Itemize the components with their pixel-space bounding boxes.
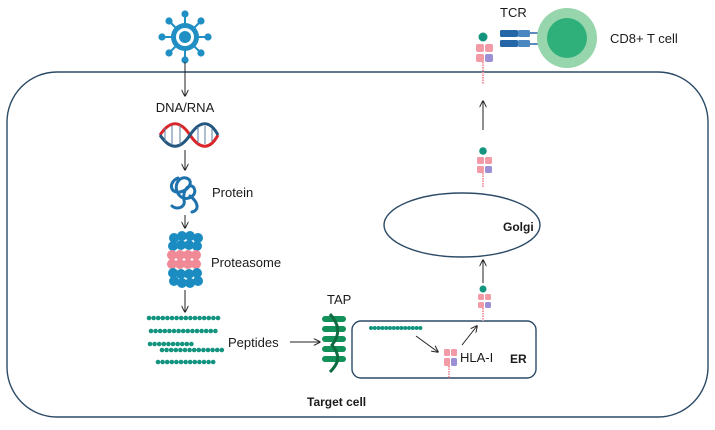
dna-helix-icon [158, 122, 220, 148]
er-label: ER [510, 352, 527, 366]
virus-icon [158, 10, 212, 64]
er-peptide-chain [369, 326, 423, 330]
arrow-peptide-to-hla [415, 335, 438, 352]
tap-transporter-icon [322, 312, 346, 374]
tap-label: TAP [327, 292, 351, 307]
hla-i-molecule-icon [444, 349, 457, 379]
protein-icon [170, 176, 199, 214]
tcr-receptor-icon [500, 30, 540, 47]
peptides-icon [146, 315, 225, 365]
proteasome-icon [167, 231, 203, 288]
target-cell-label: Target cell [307, 395, 366, 409]
hla-peptide-complex-golgi-icon [477, 147, 492, 188]
protein-label: Protein [212, 185, 253, 200]
surface-hla-peptide-icon [476, 32, 493, 84]
target-cell-membrane [6, 71, 709, 418]
tcr-label: TCR [500, 5, 527, 20]
er-compartment [351, 320, 537, 379]
t-cell-label: CD8+ T cell [610, 31, 678, 46]
arrow-hla-exit-er [461, 326, 477, 346]
hla-peptide-complex-icon [478, 285, 491, 321]
hla-i-label: HLA-I [460, 350, 493, 365]
golgi-apparatus [383, 192, 541, 258]
dna-rna-label: DNA/RNA [156, 100, 215, 115]
peptides-label: Peptides [228, 335, 279, 350]
golgi-label: Golgi [503, 220, 534, 234]
proteasome-label: Proteasome [211, 255, 281, 270]
cd8-t-cell-icon [537, 8, 597, 68]
